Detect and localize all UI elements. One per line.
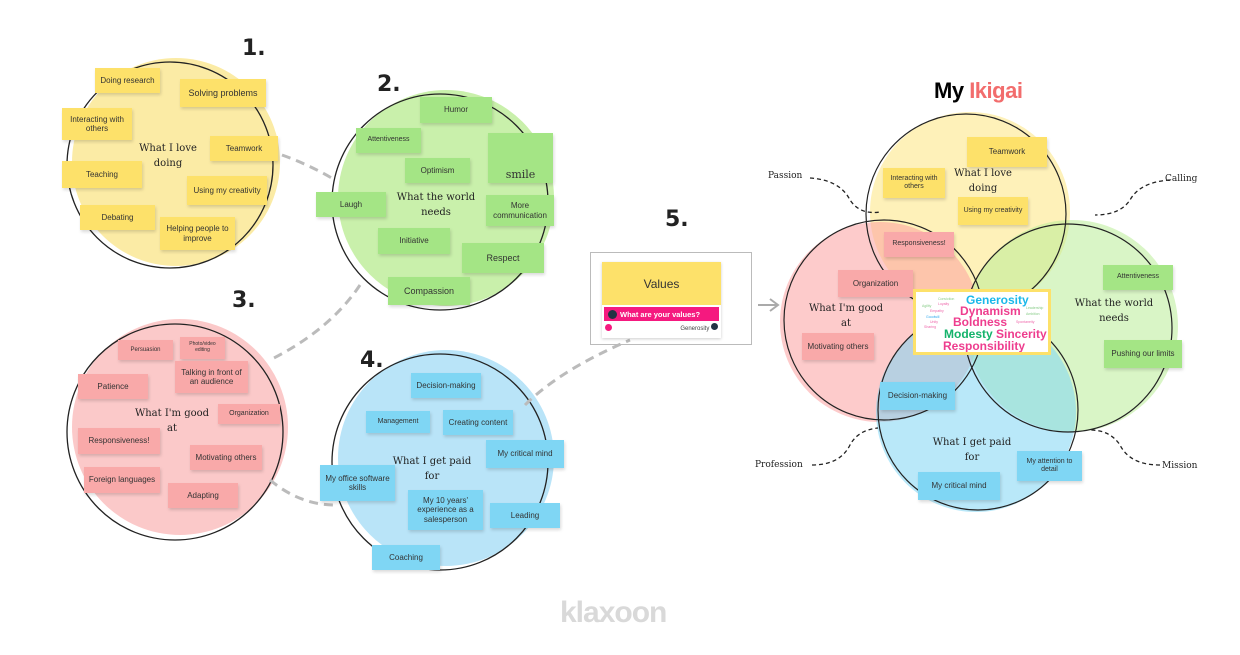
sticky-note[interactable]: Leading [490,503,560,528]
cloud-word: Generosity [966,293,1029,307]
step-5: 5. [665,207,689,232]
reaction-icon[interactable] [605,324,612,331]
sticky-note[interactable]: Using my creativity [187,176,267,205]
cloud-word: Dynamism [960,304,1021,318]
sticky-note[interactable]: Motivating others [802,333,874,360]
step-2: 2. [377,72,401,97]
ikigai-label: What the world needs [1074,298,1154,324]
cloud-word: Conviction [938,297,955,301]
sticky-note[interactable]: Pushing our limits [1104,340,1182,368]
sticky-note[interactable]: Helping people to improve [160,217,235,250]
smile-drawing-note[interactable]: smile [488,133,553,183]
sticky-note[interactable]: Foreign languages [84,467,160,493]
cloud-word: Sincerity [996,327,1047,341]
sticky-note[interactable]: My office software skills [320,465,395,501]
sticky-note[interactable]: My critical mind [918,472,1000,500]
sticky-note[interactable]: My attention to detail [1017,451,1082,481]
sticky-note[interactable]: Decision-making [411,373,481,398]
step-3: 3. [232,288,256,313]
ikigai-label: What I love doing [954,168,1012,194]
cloud-word: Boldness [953,315,1008,329]
sticky-note[interactable]: Doing research [95,68,160,93]
avatar [608,309,617,319]
sticky-note[interactable]: Photo/video editing [180,337,225,359]
sticky-note[interactable]: Decision-making [880,382,955,410]
cloud-word: Responsibility [943,339,1026,353]
sticky-note[interactable]: Compassion [388,277,470,305]
sticky-note[interactable]: Teamwork [210,136,278,161]
sticky-note[interactable]: Debating [80,205,155,230]
ikigai-label: What I get paid for [932,437,1012,463]
sticky-note[interactable]: Interacting with others [883,168,945,198]
sticky-note[interactable]: My critical mind [486,440,564,468]
circle-label: What I get paid for [392,456,472,482]
sticky-note[interactable]: Attentiveness [356,128,421,153]
sticky-note[interactable]: Management [366,411,430,433]
sticky-note[interactable]: Humor [420,97,492,123]
sticky-note[interactable]: Motivating others [190,445,262,470]
sticky-note[interactable]: Patience [78,374,148,399]
cloud-word: Agility [922,304,932,308]
cloud-word: Unity [930,320,938,324]
side-label-calling: Calling [1165,174,1198,184]
sticky-note[interactable]: Coaching [372,545,440,570]
side-label-mission: Mission [1162,461,1198,471]
sticky-note[interactable]: Responsiveness! [78,428,160,454]
side-label-passion: Passion [768,171,803,181]
cloud-word: Empathy [930,309,944,313]
sticky-note[interactable]: Attentiveness [1103,265,1173,290]
circle-label: What I'm good at [134,408,210,434]
sticky-note[interactable]: Teamwork [967,137,1047,167]
word-cloud[interactable]: Generosity Dynamism Boldness Modesty Sin… [913,289,1051,355]
sticky-note[interactable]: Persuasion [118,340,173,360]
cloud-word: Spontaneity [1016,320,1035,324]
sticky-note[interactable]: Adapting [168,483,238,508]
side-label-profession: Profession [755,460,803,470]
circle-label: What the world needs [396,192,476,218]
sticky-note[interactable]: Initiative [378,228,450,254]
ikigai-title: My Ikigai [934,78,1023,104]
sticky-note[interactable]: Teaching [62,161,142,188]
sticky-note[interactable]: Organization [838,270,913,297]
sticky-note[interactable]: Respect [462,243,544,273]
sticky-note[interactable]: Organization [218,404,280,424]
klaxoon-watermark: klaxoon [560,596,667,629]
values-title: Values [602,262,721,305]
sticky-note[interactable]: Interacting with others [62,108,132,140]
sticky-note[interactable]: Responsiveness! [884,232,954,257]
question-text: What are your values? [620,309,701,319]
sticky-note[interactable]: Optimism [405,158,470,183]
step-1: 1. [242,36,266,61]
sticky-note[interactable]: Talking in front of an audience [175,361,248,393]
ikigai-label: What I'm good at [808,303,884,329]
cloud-word: Leadership [1026,306,1044,310]
cloud-word: Ambition [1026,312,1040,316]
cloud-word: Loyalty [938,302,950,306]
sticky-note[interactable]: Using my creativity [958,197,1028,225]
sticky-note[interactable]: More communication [486,195,554,226]
values-card[interactable]: Values What are your values? Generosity [602,262,721,338]
answer-text: Generosity [680,326,710,332]
cloud-word: Sharing [924,325,937,329]
title-highlight: Ikigai [969,78,1023,103]
step-4: 4. [360,348,384,373]
avatar [711,323,718,330]
values-question[interactable]: What are your values? [604,307,719,321]
circle-label: What I love doing [139,143,197,169]
sticky-note[interactable]: My 10 years' experience as a salesperson [408,490,483,530]
cloud-word: Goodwill [926,315,940,319]
sticky-note[interactable]: Creating content [443,410,513,435]
cloud-word: Modesty [944,327,993,341]
title-part: My [934,78,964,103]
sticky-note[interactable]: Laugh [316,192,386,217]
sticky-note[interactable]: Solving problems [180,79,266,107]
values-frame[interactable]: Values What are your values? Generosity [590,252,752,345]
